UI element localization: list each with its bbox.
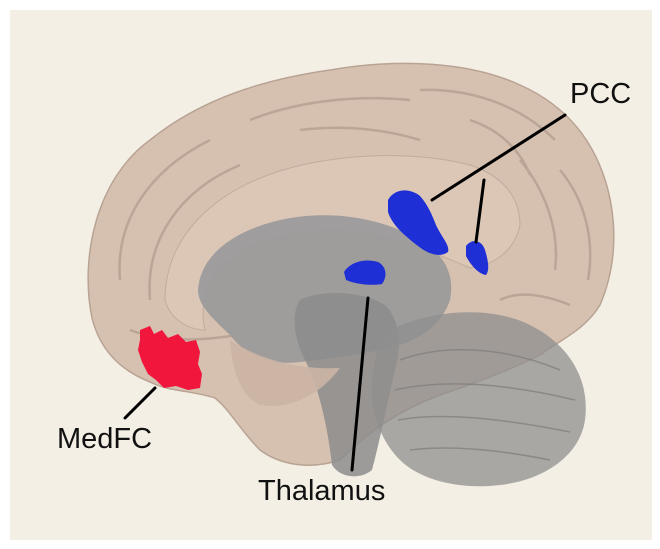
medfc-label: MedFC <box>57 423 152 455</box>
medfc-leader-line <box>125 388 155 418</box>
pcc-label: PCC <box>570 78 631 110</box>
thalamus-label: Thalamus <box>258 475 385 507</box>
